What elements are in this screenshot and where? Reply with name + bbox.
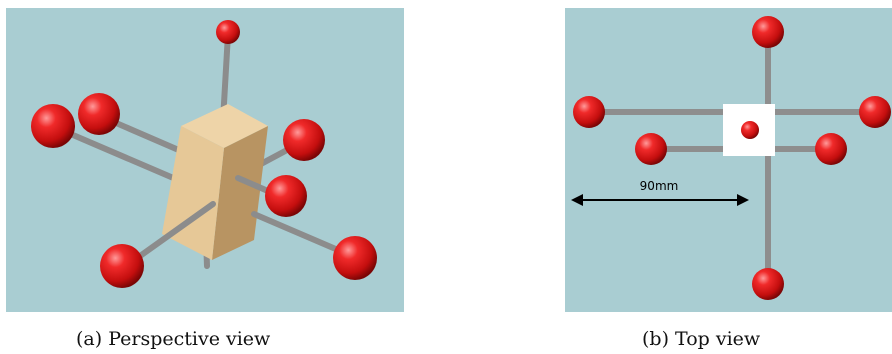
ball-south	[752, 268, 784, 300]
ball-center	[741, 121, 759, 139]
ball-bottom-left	[100, 244, 144, 288]
ball-east	[859, 96, 891, 128]
ball-bottom-right	[333, 236, 377, 280]
dimension-arrow-icon	[571, 194, 749, 206]
ball-top	[216, 20, 240, 44]
caption-perspective-view: (a) Perspective view	[76, 328, 271, 350]
ball-west	[573, 96, 605, 128]
ball-inner-west	[635, 133, 667, 165]
dimension-label: 90mm	[640, 179, 679, 193]
top-view-background	[565, 8, 892, 312]
caption-top-view: (b) Top view	[642, 328, 761, 350]
ball-inner-east	[815, 133, 847, 165]
perspective-view-panel	[6, 8, 404, 312]
ball-left-inner	[78, 93, 120, 135]
ball-right-middle	[265, 175, 307, 217]
ball-left-outer	[31, 104, 75, 148]
ball-right-upper	[283, 119, 325, 161]
top-view-panel: 90mm	[565, 8, 892, 312]
ball-north	[752, 16, 784, 48]
